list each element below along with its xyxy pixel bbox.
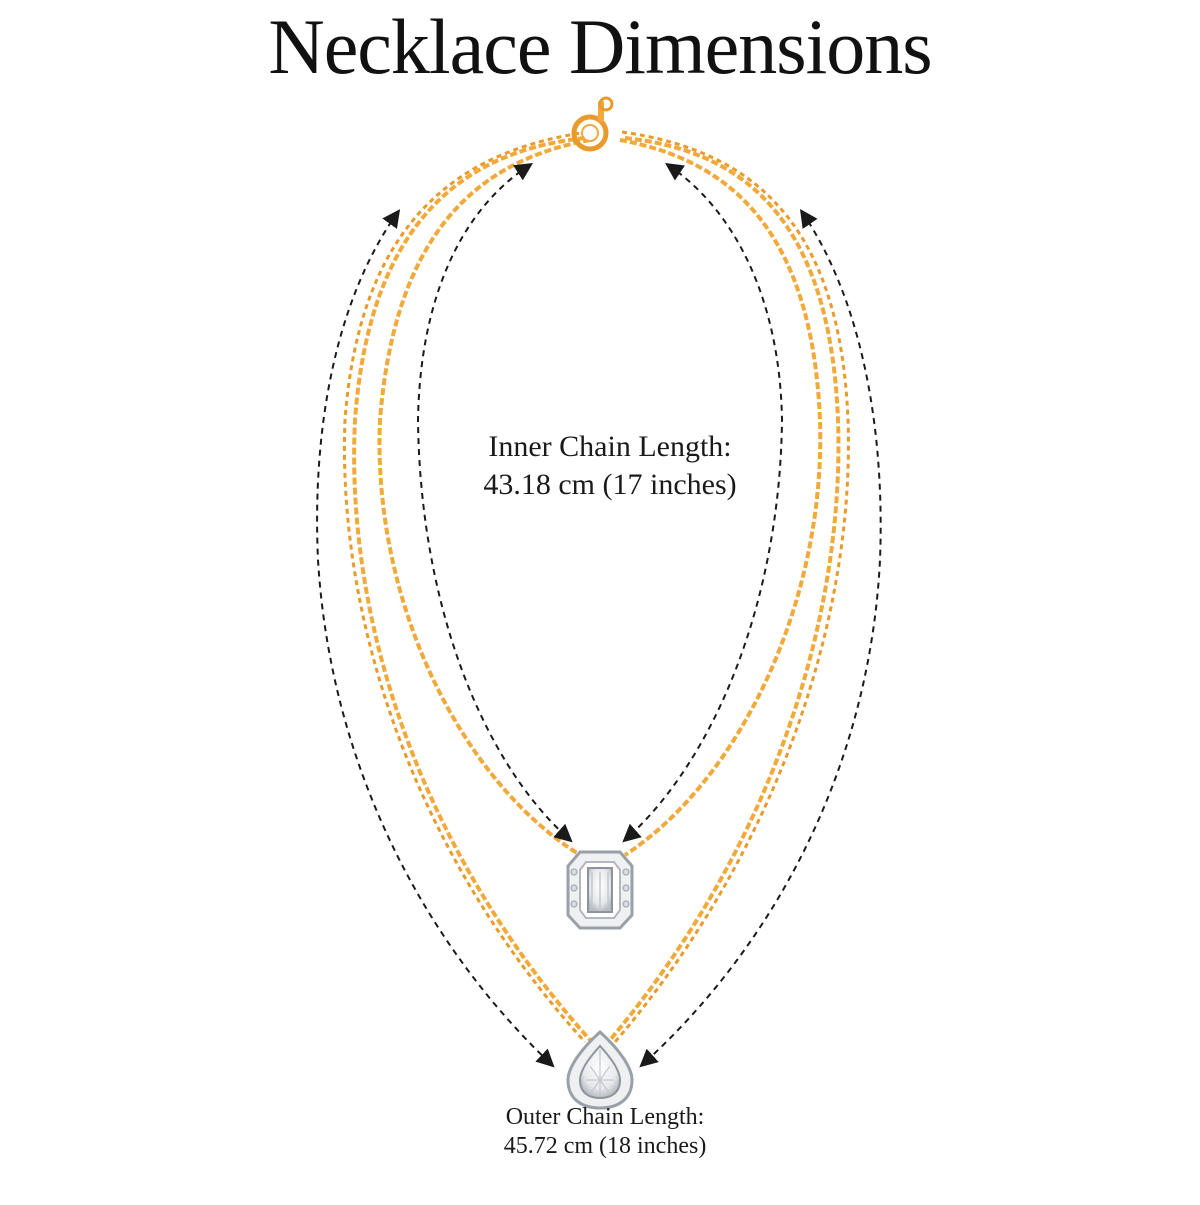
page-title: Necklace Dimensions xyxy=(268,3,932,90)
inner-chain-length-label: Inner Chain Length: 43.18 cm (17 inches) xyxy=(410,428,810,504)
outer-chain-label-text: Outer Chain Length: xyxy=(505,1104,705,1130)
outer-chain-value-text: 45.72 cm (18 inches) xyxy=(503,1133,707,1159)
spring-ring-clasp-icon xyxy=(571,96,614,152)
inner-chain-value-text: 43.18 cm (17 inches) xyxy=(483,468,737,501)
pear-halo-pendant-icon xyxy=(566,1029,634,1110)
outer-chain-length-label: Outer Chain Length: 45.72 cm (18 inches) xyxy=(430,1103,780,1161)
outer-length-arrows xyxy=(316,209,882,1068)
emerald-cut-halo-pendant-icon xyxy=(566,850,634,930)
inner-chain-label-text: Inner Chain Length: xyxy=(488,430,732,463)
